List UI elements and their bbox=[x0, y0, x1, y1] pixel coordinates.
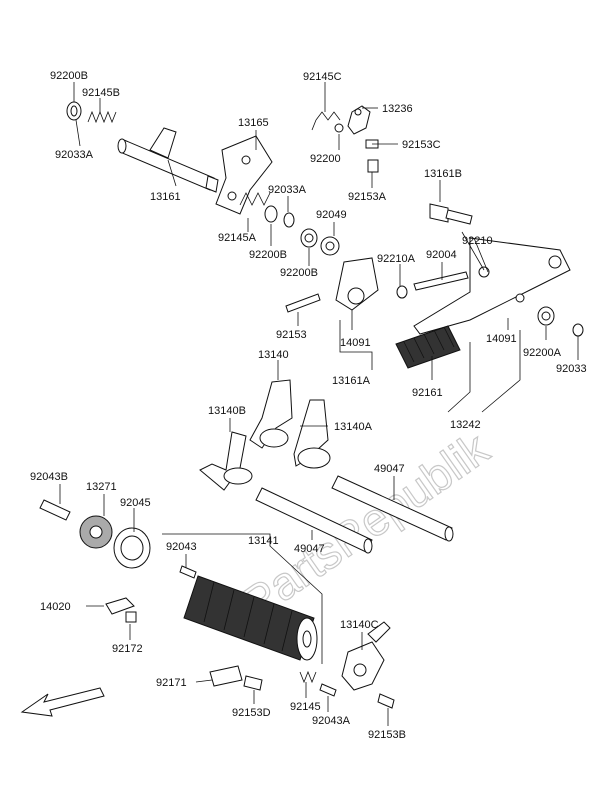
part-label[interactable]: 92043 bbox=[166, 541, 197, 553]
part-label[interactable]: 14020 bbox=[40, 601, 71, 613]
part-label[interactable]: 92145 bbox=[290, 701, 321, 713]
part-label[interactable]: 92153B bbox=[368, 729, 406, 741]
part-label[interactable]: 92033 bbox=[556, 363, 587, 375]
part-label[interactable]: 13140A bbox=[334, 421, 373, 433]
part-label[interactable]: 13236 bbox=[382, 103, 413, 115]
part-label[interactable]: 13161A bbox=[332, 375, 371, 387]
part-label[interactable]: 92171 bbox=[156, 677, 187, 689]
part-label[interactable]: 92033A bbox=[268, 184, 307, 196]
part-label[interactable]: 13161 bbox=[150, 191, 181, 203]
part-label[interactable]: 92145A bbox=[218, 232, 257, 244]
part-label[interactable]: 92004 bbox=[426, 249, 457, 261]
part-label[interactable]: 92145C bbox=[303, 71, 342, 83]
part-label[interactable]: 92153A bbox=[348, 191, 387, 203]
part-label[interactable]: 92033A bbox=[55, 149, 94, 161]
direction-arrow-icon bbox=[20, 687, 105, 717]
part-label[interactable]: 92153C bbox=[402, 139, 441, 151]
part-label[interactable]: 13140B bbox=[208, 405, 246, 417]
part-label[interactable]: 13140C bbox=[340, 619, 379, 631]
part-label[interactable]: 13141 bbox=[248, 535, 279, 547]
part-label[interactable]: 14091 bbox=[486, 333, 517, 345]
leader-lines bbox=[59, 82, 579, 726]
part-label[interactable]: 92200 bbox=[310, 153, 341, 165]
part-label[interactable]: 49047 bbox=[374, 463, 405, 475]
part-label[interactable]: 13165 bbox=[238, 117, 269, 129]
part-label[interactable]: 13271 bbox=[86, 481, 117, 493]
part-label[interactable]: 92200A bbox=[523, 347, 562, 359]
part-label[interactable]: 13242 bbox=[450, 419, 481, 431]
part-label[interactable]: 92043B bbox=[30, 471, 68, 483]
part-label[interactable]: 13140 bbox=[258, 349, 289, 361]
part-labels: 92200B 92145B 92033A 13161 13165 92145C … bbox=[30, 70, 587, 741]
part-label[interactable]: 92043A bbox=[312, 715, 351, 727]
part-label[interactable]: 92161 bbox=[412, 387, 443, 399]
part-label[interactable]: 92200B bbox=[50, 70, 88, 82]
part-label[interactable]: 92153D bbox=[232, 707, 271, 719]
part-label[interactable]: 92145B bbox=[82, 87, 120, 99]
part-drawings bbox=[20, 101, 584, 717]
part-label[interactable]: 14091 bbox=[340, 337, 371, 349]
part-label[interactable]: 49047 bbox=[294, 543, 325, 555]
part-label[interactable]: 13161B bbox=[424, 168, 462, 180]
part-label[interactable]: 92172 bbox=[112, 643, 143, 655]
part-label[interactable]: 92200B bbox=[249, 249, 287, 261]
part-label[interactable]: 92049 bbox=[316, 209, 347, 221]
part-label[interactable]: 92153 bbox=[276, 329, 307, 341]
part-label[interactable]: 92210A bbox=[377, 253, 416, 265]
part-label[interactable]: 92045 bbox=[120, 497, 151, 509]
watermark: PartsRepublik bbox=[233, 421, 498, 628]
part-label[interactable]: 92200B bbox=[280, 267, 318, 279]
part-label[interactable]: 92210 bbox=[462, 235, 493, 247]
